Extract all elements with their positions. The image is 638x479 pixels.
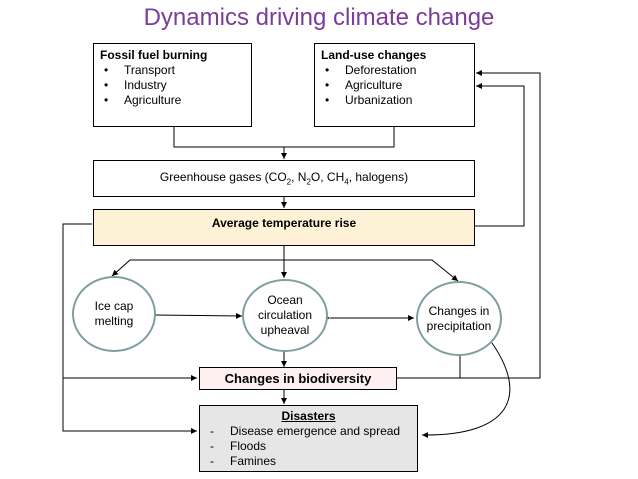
greenhouse-gases-box: Greenhouse gases (CO2, N2O, CH4, halogen… <box>93 160 475 197</box>
fossil-fuel-box: Fossil fuel burning •Transport •Industry… <box>93 43 252 127</box>
connector-precip-to-bio <box>397 355 461 379</box>
list-item: •Agriculture <box>325 78 403 92</box>
list-item: -Famines <box>210 454 277 468</box>
connector-temp-feedback <box>474 83 525 227</box>
connector-temp-left <box>62 223 197 434</box>
connector-landuse-to-ghg <box>281 127 395 159</box>
biodiversity-label: Changes in biodiversity <box>224 371 372 386</box>
list-item: •Urbanization <box>325 93 413 107</box>
list-item: •Agriculture <box>104 93 182 107</box>
list-item: •Industry <box>104 78 167 92</box>
list-item: -Disease emergence and spread <box>210 424 401 438</box>
list-item: -Floods <box>210 439 267 453</box>
connector-fossil-to-ghg <box>173 127 284 148</box>
list-item: •Deforestation <box>325 63 417 77</box>
list-item: •Transport <box>104 63 175 77</box>
disasters-title: Disasters <box>281 409 336 423</box>
page-title: Dynamics driving climate change <box>143 4 495 31</box>
temperature-rise-label: Average temperature rise <box>211 216 357 230</box>
land-use-title: Land-use changes <box>321 48 427 62</box>
greenhouse-gases-label: Greenhouse gases (CO2, N2O, CH4, halogen… <box>159 170 409 187</box>
fossil-fuel-title: Fossil fuel burning <box>100 48 208 62</box>
land-use-box: Land-use changes •Deforestation •Agricul… <box>314 43 475 127</box>
connector-temp-branch <box>111 259 284 277</box>
disasters-box: Disasters -Disease emergence and spread … <box>199 405 418 472</box>
connector-bio-feedback <box>397 70 541 379</box>
biodiversity-box: Changes in biodiversity <box>199 367 397 390</box>
connector-ice-to-ocean <box>154 312 243 319</box>
connector-precip-to-disasters <box>421 342 511 439</box>
connector-temp-branch-right <box>284 259 459 282</box>
temperature-rise-box: Average temperature rise <box>93 209 475 246</box>
